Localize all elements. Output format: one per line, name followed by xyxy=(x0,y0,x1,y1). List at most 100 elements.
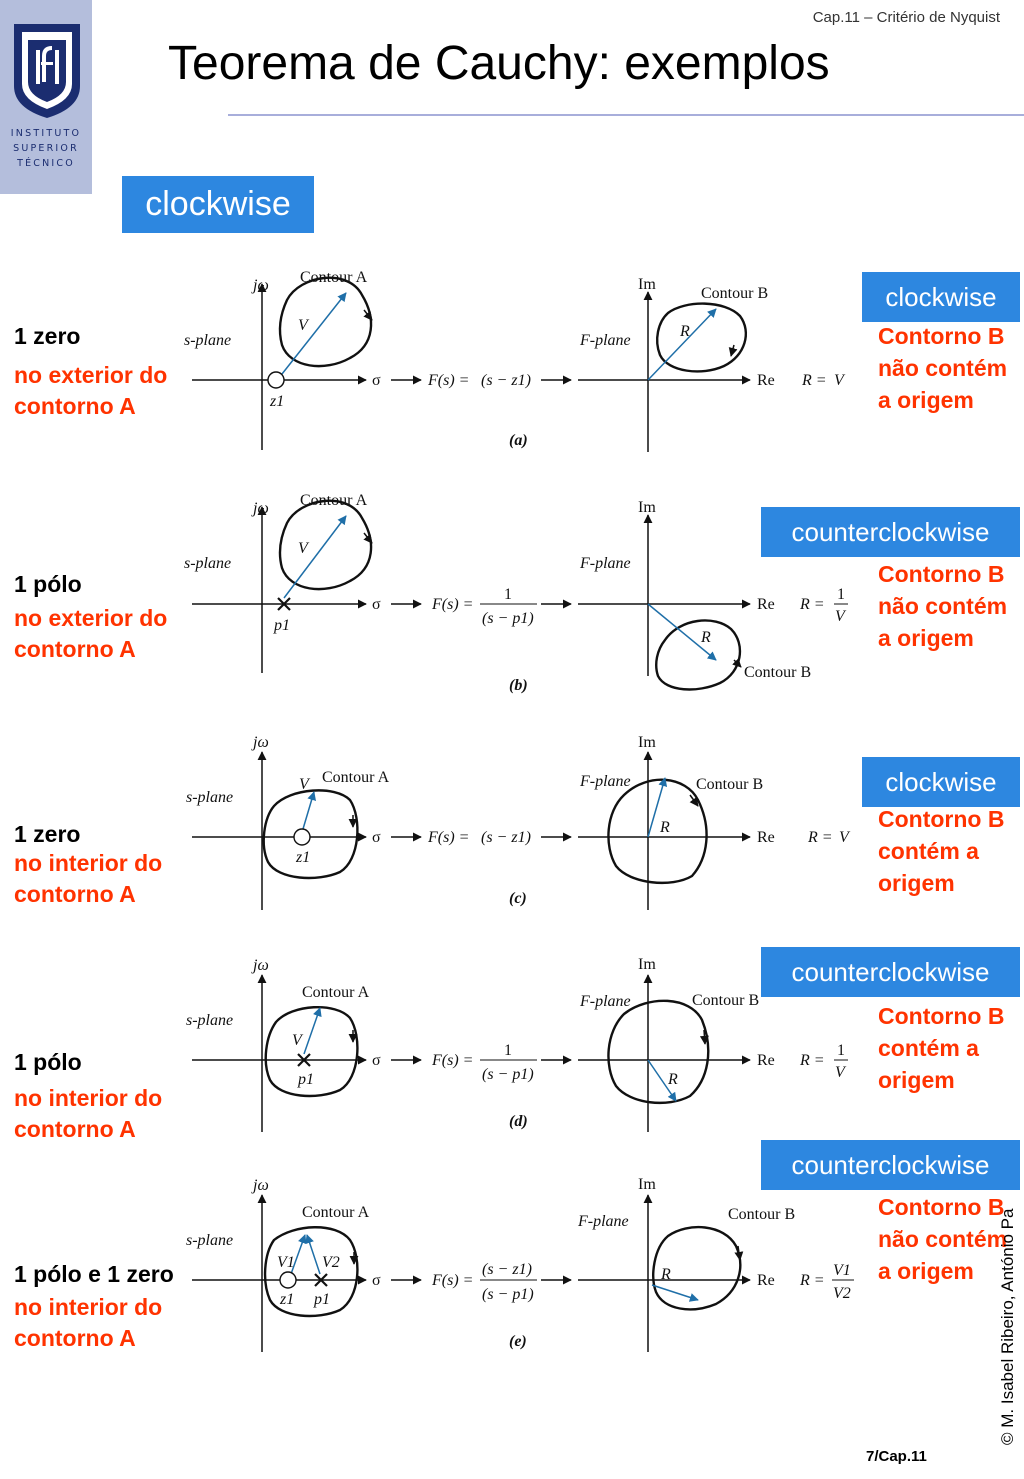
f-plane-label: F-plane xyxy=(579,555,631,572)
zero-marker xyxy=(279,1271,297,1289)
contour-a-curve xyxy=(278,276,373,368)
row-b-direction-badge: counterclockwise xyxy=(761,507,1020,557)
row-b-title: 1 pólo xyxy=(14,571,82,597)
contour-a-label: Contour A xyxy=(302,984,370,1001)
row-c-desc-1: no interior do xyxy=(14,850,163,876)
row-a-result: Contorno B não contém a origem xyxy=(878,323,1008,413)
v-label: V xyxy=(292,1032,304,1049)
row-a-title: 1 zero xyxy=(14,323,81,349)
ist-shield-icon xyxy=(14,24,80,118)
p1-label: p1 xyxy=(297,1071,314,1088)
contour-a-curve xyxy=(278,499,373,591)
row-d-direction-badge: counterclockwise xyxy=(761,947,1020,997)
fs-numerator: (s − z1) xyxy=(482,1261,532,1278)
logo-line-3: TÉCNICO xyxy=(17,158,75,169)
contour-b-curve xyxy=(607,778,708,885)
contour-a-curve xyxy=(262,789,359,880)
sigma-label: σ xyxy=(372,829,381,846)
re-label: Re xyxy=(757,372,775,389)
row-d-desc-1: no interior do xyxy=(14,1085,163,1111)
row-e-result: Contorno B não contém a origem xyxy=(878,1194,1008,1284)
logo-line-2: SUPERIOR xyxy=(13,143,79,154)
row-e-title: 1 pólo e 1 zero xyxy=(14,1261,174,1287)
vector-v1 xyxy=(290,1234,307,1275)
contour-b-label: Contour B xyxy=(744,664,811,681)
fs-expr: (s − z1) xyxy=(481,829,531,846)
relation-den: V2 xyxy=(833,1285,851,1302)
fs-denominator: (s − p1) xyxy=(482,1066,534,1083)
s-plane-label: s-plane xyxy=(186,1012,233,1029)
relation-eq: R = xyxy=(799,1272,825,1289)
vector-r xyxy=(647,777,668,838)
r-label: R xyxy=(679,323,690,340)
fs-numerator: 1 xyxy=(504,1042,512,1059)
jw-label: jω xyxy=(251,1177,269,1194)
r-label: R xyxy=(659,819,670,836)
title-divider xyxy=(228,114,1024,116)
f-plane-label: F-plane xyxy=(579,773,631,790)
vector-r xyxy=(647,308,717,381)
row-c-direction-badge: clockwise xyxy=(862,757,1020,807)
fs-label: F(s) = xyxy=(431,1272,473,1289)
relation-eq: R = xyxy=(799,596,825,613)
v-label: V xyxy=(299,776,311,793)
row-d-title: 1 pólo xyxy=(14,1049,82,1075)
r-label: R xyxy=(667,1071,678,1088)
ist-logo: INSTITUTO SUPERIOR TÉCNICO xyxy=(0,0,92,194)
sigma-label: σ xyxy=(372,1272,381,1289)
row-c-desc-2: contorno A xyxy=(14,881,136,907)
f-plane-label: F-plane xyxy=(579,993,631,1010)
f-plane-label: F-plane xyxy=(579,332,631,349)
v2-label: V2 xyxy=(322,1254,340,1271)
s-plane-label: s-plane xyxy=(186,1232,233,1249)
r-label: R xyxy=(660,1266,671,1283)
diagram-e: jω s-plane Contour A V1 V2 z1 p1 σ F(s) … xyxy=(186,1176,854,1352)
row-c-title: 1 zero xyxy=(14,821,81,847)
chapter-label: Cap.11 – Critério de Nyquist xyxy=(812,9,1000,26)
vector-v xyxy=(302,791,317,830)
contour-b-label: Contour B xyxy=(692,992,759,1009)
vector-v xyxy=(303,1007,322,1055)
caption-d: (d) xyxy=(509,1113,528,1130)
relation-v: V xyxy=(839,829,851,846)
row-e-direction-badge: counterclockwise xyxy=(761,1140,1020,1190)
page-number: 7/Cap.11 xyxy=(866,1448,927,1465)
contour-a-arrow xyxy=(363,309,373,321)
vector-r xyxy=(651,1284,699,1302)
row-b-desc-2: contorno A xyxy=(14,636,136,662)
copyright-text: © M. Isabel Ribeiro, António Pa xyxy=(998,1208,1017,1445)
row-a-direction-badge: clockwise xyxy=(862,272,1020,322)
contour-b-curve xyxy=(655,619,742,691)
row-a-desc-1: no exterior do xyxy=(14,362,168,388)
re-label: Re xyxy=(757,1052,775,1069)
relation-eq: R = xyxy=(801,372,827,389)
fs-denominator: (s − p1) xyxy=(482,1286,534,1303)
im-label: Im xyxy=(638,956,656,973)
s-plane-label: s-plane xyxy=(184,332,231,349)
caption-c: (c) xyxy=(509,890,527,907)
zero-marker xyxy=(267,371,285,389)
contour-b-curve xyxy=(656,302,748,373)
contour-b-label: Contour B xyxy=(728,1206,795,1223)
top-direction-badge: clockwise xyxy=(122,176,314,233)
contour-b-curve xyxy=(652,1225,742,1311)
contour-a-curve xyxy=(263,1226,359,1318)
pole-marker xyxy=(297,1053,311,1067)
caption-e: (e) xyxy=(509,1333,527,1350)
row-d-desc-2: contorno A xyxy=(14,1116,136,1142)
jw-label: jω xyxy=(251,277,269,294)
caption-b: (b) xyxy=(509,677,528,694)
diagram-a: jω s-plane Contour A V z1 σ F(s) = (s − … xyxy=(184,269,846,452)
relation-eq: R = xyxy=(807,829,833,846)
row-b-desc-1: no exterior do xyxy=(14,605,168,631)
v1-label: V1 xyxy=(277,1254,295,1271)
fs-label: F(s) = xyxy=(431,596,473,613)
re-label: Re xyxy=(757,596,775,613)
pole-marker xyxy=(277,597,291,611)
fs-expr: (s − z1) xyxy=(481,372,531,389)
pole-marker xyxy=(314,1273,328,1287)
contour-b-curve xyxy=(607,999,710,1105)
contour-a-label: Contour A xyxy=(302,1204,370,1221)
diagram-b: jω s-plane Contour A V p1 σ F(s) = 1 (s … xyxy=(184,492,848,694)
fs-label: F(s) = xyxy=(431,1052,473,1069)
